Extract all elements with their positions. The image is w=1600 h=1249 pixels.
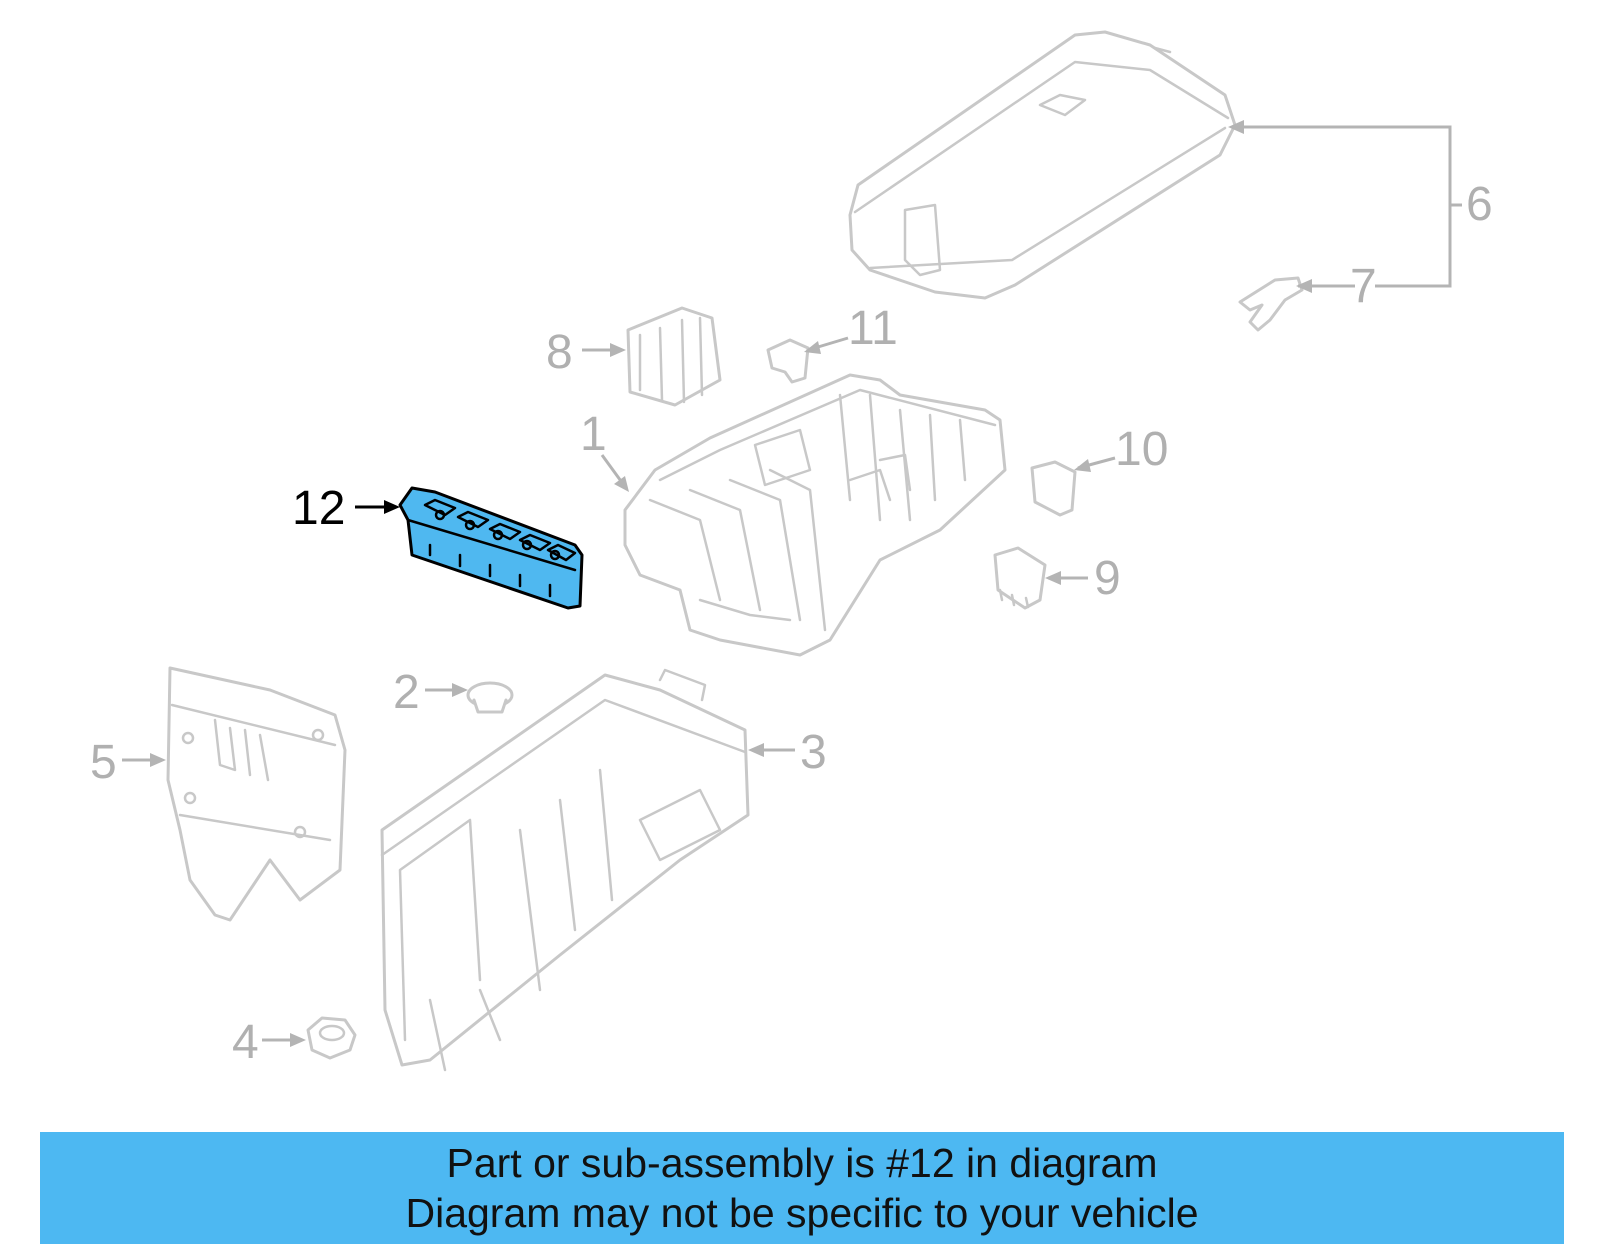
callout-10: 10 — [1115, 423, 1168, 476]
part-3-lower-tray — [380, 668, 750, 1072]
leader-lines — [122, 120, 1462, 1047]
parts-diagram: 6 7 8 11 1 10 9 12 2 3 5 4 — [90, 30, 1493, 1072]
part-6-cover — [848, 30, 1237, 300]
part-9-relay — [993, 546, 1047, 610]
callout-9: 9 — [1094, 552, 1121, 605]
part-11-fuse — [766, 338, 810, 384]
callout-1: 1 — [580, 408, 607, 461]
callout-7: 7 — [1350, 260, 1377, 313]
part-12-fuse-block — [398, 486, 584, 610]
part-4-nut — [306, 1016, 357, 1060]
callout-5: 5 — [90, 736, 117, 789]
banner-line-2: Diagram may not be specific to your vehi… — [405, 1190, 1199, 1236]
callout-2: 2 — [393, 666, 420, 719]
part-1-fuse-box — [623, 373, 1007, 657]
callout-11: 11 — [848, 302, 898, 355]
part-5-bracket — [166, 666, 347, 922]
callout-8: 8 — [546, 326, 573, 379]
callout-3: 3 — [800, 726, 827, 779]
callout-6: 6 — [1466, 178, 1493, 231]
info-banner: Part or sub-assembly is #12 in diagram D… — [40, 1132, 1564, 1244]
callout-numbers: 6 7 8 11 1 10 9 12 2 3 5 4 — [90, 178, 1493, 1069]
callout-4: 4 — [232, 1016, 259, 1069]
callout-12: 12 — [292, 482, 345, 535]
part-10-relay — [1030, 460, 1077, 517]
part-2-grommet — [466, 681, 514, 714]
banner-line-1: Part or sub-assembly is #12 in diagram — [446, 1140, 1158, 1186]
part-8-relay-block — [626, 306, 722, 407]
part-7-clip — [1238, 276, 1304, 332]
